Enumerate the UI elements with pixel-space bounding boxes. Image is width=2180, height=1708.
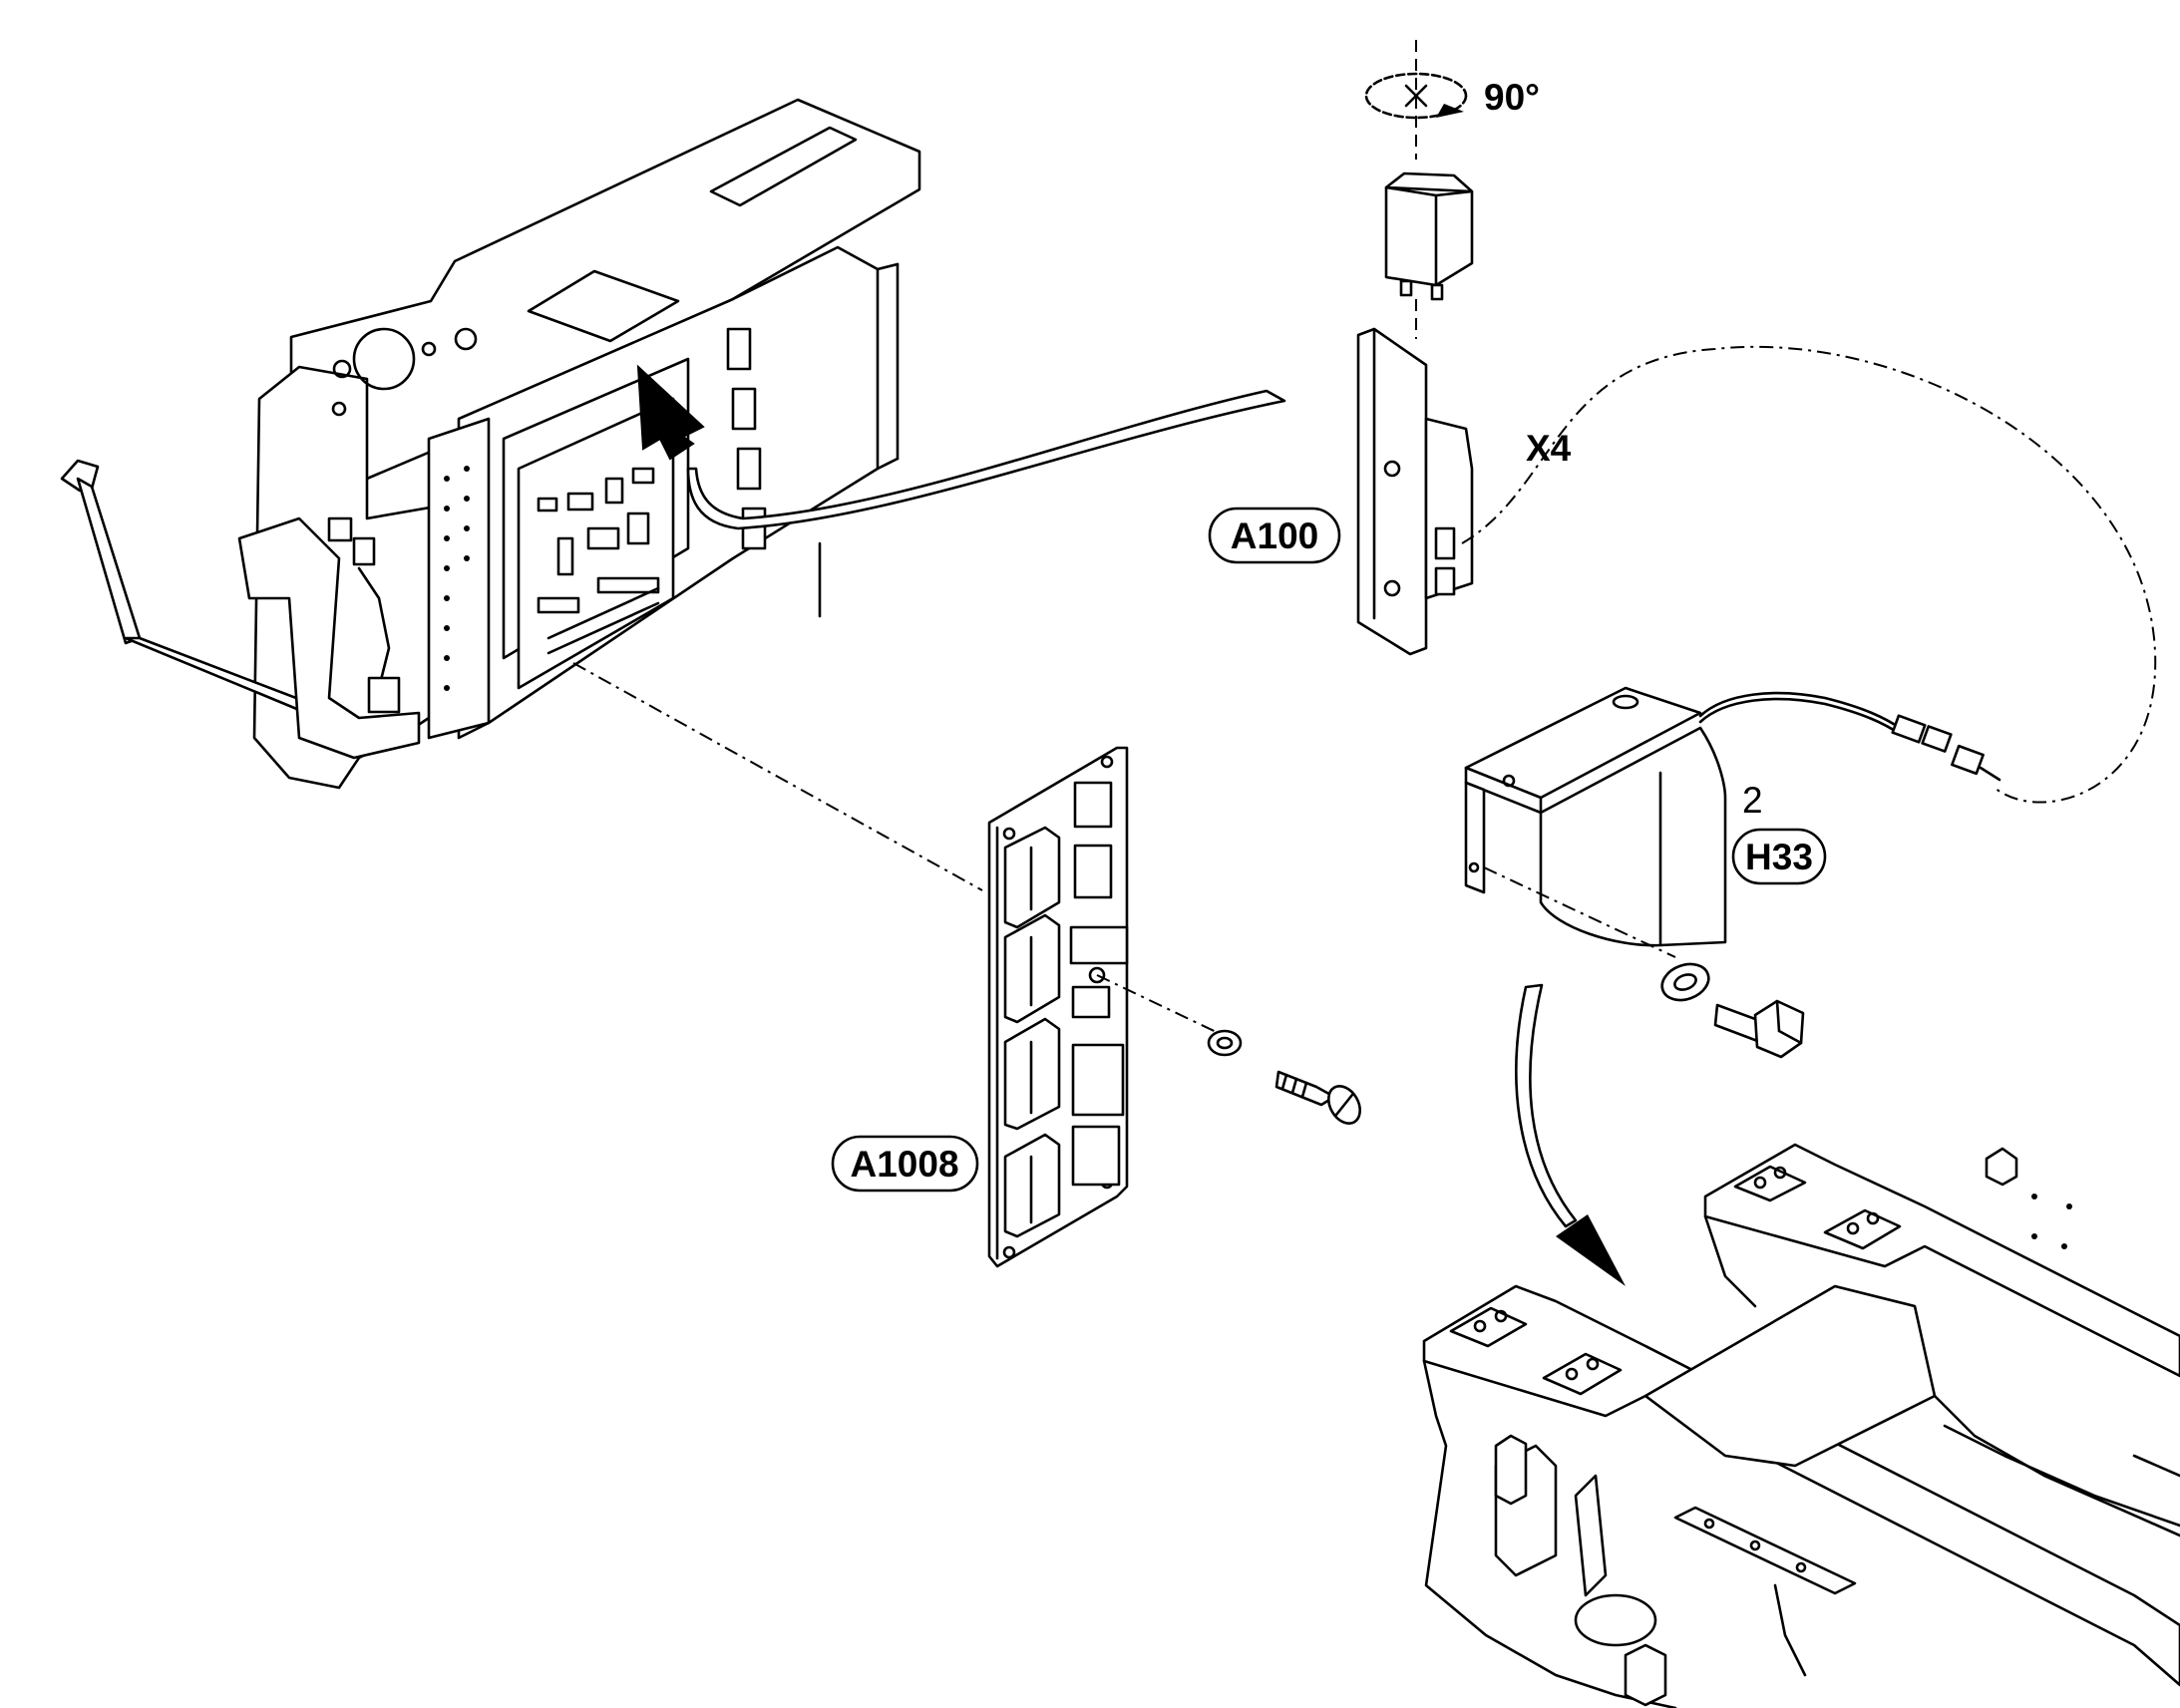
insert-arrow [636,364,1286,618]
install-arrow [1515,983,1626,1286]
label-a100: A100 [1231,515,1318,556]
screw-countersunk [1274,1070,1362,1125]
washer-small [1207,1029,1243,1057]
label-a1008: A1008 [850,1144,958,1185]
board-components [537,467,660,655]
relay-assembly [1356,40,1474,656]
label-x4: X4 [1526,428,1572,469]
label-h33: H33 [1745,837,1813,877]
horn-h33 [1464,686,2001,947]
label-h33-outline [1731,828,1827,885]
terminal-board-a1008 [987,746,1129,1268]
terminal-blocks [1003,826,1061,1238]
label-quantity: 2 [1742,780,1763,821]
label-a100-outline [1208,507,1341,564]
washer-large [1660,962,1710,1002]
hex-bolt [1713,999,1805,1059]
labels: 90° X4 A100 A1008 2 H33 [831,77,1827,1193]
label-a1008-outline [831,1135,979,1193]
control-console [60,98,921,790]
vehicle-chassis [1422,1143,2180,1708]
rotation-symbol [1364,40,1468,160]
label-rotation: 90° [1484,77,1540,118]
